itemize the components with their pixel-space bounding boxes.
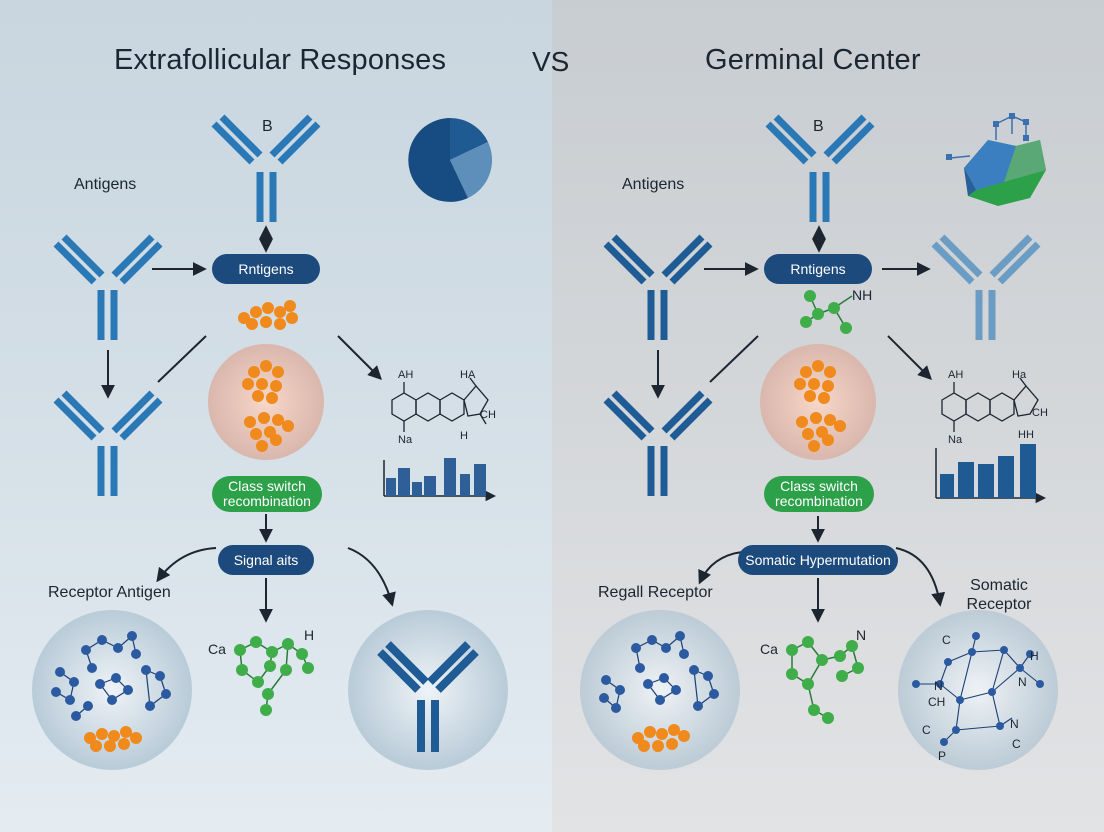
green-atoms-top-right <box>800 290 852 334</box>
class-switch-pill-left: Class switch recombination <box>212 476 322 512</box>
chemical-structure-left <box>391 377 489 432</box>
antibody-left-upper <box>53 234 163 340</box>
network-nodes-right <box>912 632 1044 746</box>
curve-to-regall-right <box>698 551 743 585</box>
network-label-c-top: C <box>942 633 951 647</box>
antibody-in-circle-left <box>377 641 479 752</box>
struct-label-ha-right: Ha <box>1012 369 1027 381</box>
struct-label-ch-left: CH <box>480 409 496 421</box>
network-label-c-left: C <box>922 723 931 737</box>
network-label-h: H <box>1030 649 1039 663</box>
chem-label-ca-right: Ca <box>760 641 778 657</box>
network-circle-right <box>898 610 1058 770</box>
struct-label-ah-left: AH <box>398 369 413 381</box>
network-label-n-left: N <box>934 679 943 693</box>
antibody-b-right <box>765 114 875 222</box>
mini-bar-chart-left <box>383 458 497 502</box>
chem-label-ca-left: Ca <box>208 641 226 657</box>
cell-circle-right <box>760 344 876 460</box>
molecule-atoms-right <box>599 631 719 713</box>
b-cell-label-left: B <box>262 118 273 135</box>
regall-receptor-label: Regall Receptor <box>598 584 713 601</box>
struct-label-hh-right: HH <box>1018 429 1034 441</box>
receptor-antigen-label: Receptor Antigen <box>48 584 171 601</box>
class-switch-pill-right: Class switch recombination <box>764 476 874 512</box>
green-atoms-left <box>234 636 314 716</box>
struct-label-ah-right: AH <box>948 369 963 381</box>
struct-label-ha-left: HA <box>460 369 476 381</box>
vs-label: VS <box>532 46 570 77</box>
network-label-n-right: N <box>1018 675 1027 689</box>
orange-cluster-left-bottom <box>84 726 142 752</box>
curve-to-receptor-left <box>156 547 217 583</box>
right-panel-title: Germinal Center <box>705 44 921 76</box>
orange-cluster-right-bottom <box>632 724 690 752</box>
somatic-hypermutation-pill: Somatic Hypermutation <box>738 545 898 575</box>
antibody-left-lower <box>53 390 163 496</box>
antibody-circle-left <box>348 610 508 770</box>
arrow-to-structure-right <box>887 335 932 380</box>
chem-label-n-right: N <box>856 627 866 643</box>
antigens-label-right: Antigens <box>622 176 685 193</box>
curve-to-somatic-receptor-right <box>895 547 946 607</box>
green-molecule-right <box>791 641 859 719</box>
network-label-n-bottom: N <box>1010 717 1019 731</box>
mini-bar-chart-right <box>935 444 1047 504</box>
antibody-faded-right <box>931 234 1041 340</box>
molecule-circle-right <box>580 610 740 770</box>
cell-circle-left <box>208 344 324 460</box>
network-lines-right <box>916 635 1041 743</box>
antigens-label-left: Antigens <box>74 176 137 193</box>
struct-label-na-left: Na <box>398 434 413 446</box>
diagonal-line-left <box>157 335 207 383</box>
network-icon-right <box>946 113 1046 206</box>
somatic-receptor-label: Somatic Receptor <box>966 577 1032 613</box>
network-label-ch: CH <box>928 695 945 709</box>
antibody-b-left <box>211 114 321 222</box>
network-label-c-bottom: C <box>1012 737 1021 751</box>
orange-cluster-left-middle <box>242 360 294 452</box>
struct-label-na-right: Na <box>948 434 963 446</box>
rntigens-pill-left: Rntigens <box>212 254 320 284</box>
struct-label-h-left: H <box>460 430 468 442</box>
antibody-right-upper <box>603 234 713 340</box>
orange-cluster-left-top <box>238 300 298 330</box>
molecule-circle-left <box>32 610 192 770</box>
chem-label-h-left: H <box>304 627 314 643</box>
curve-to-antibody-circle-left <box>347 547 396 607</box>
diagonal-line-right <box>709 335 759 383</box>
molecule-atoms-left <box>51 631 171 721</box>
struct-label-ch-right: CH <box>1032 407 1048 419</box>
pie-icon-left <box>408 117 493 202</box>
green-atoms-right <box>786 636 864 724</box>
chem-label-nh-right: NH <box>852 287 872 303</box>
b-cell-label-right: B <box>813 118 824 135</box>
antibody-right-lower <box>603 390 713 496</box>
signal-pill-left: Signal aits <box>218 545 314 575</box>
chemical-structure-right <box>941 377 1039 432</box>
rntigens-pill-right: Rntigens <box>764 254 872 284</box>
arrow-to-structure-left <box>337 335 382 380</box>
orange-cluster-right-middle <box>794 360 846 452</box>
network-label-p: P <box>938 749 946 763</box>
left-panel-title: Extrafollicular Responses <box>114 44 447 76</box>
